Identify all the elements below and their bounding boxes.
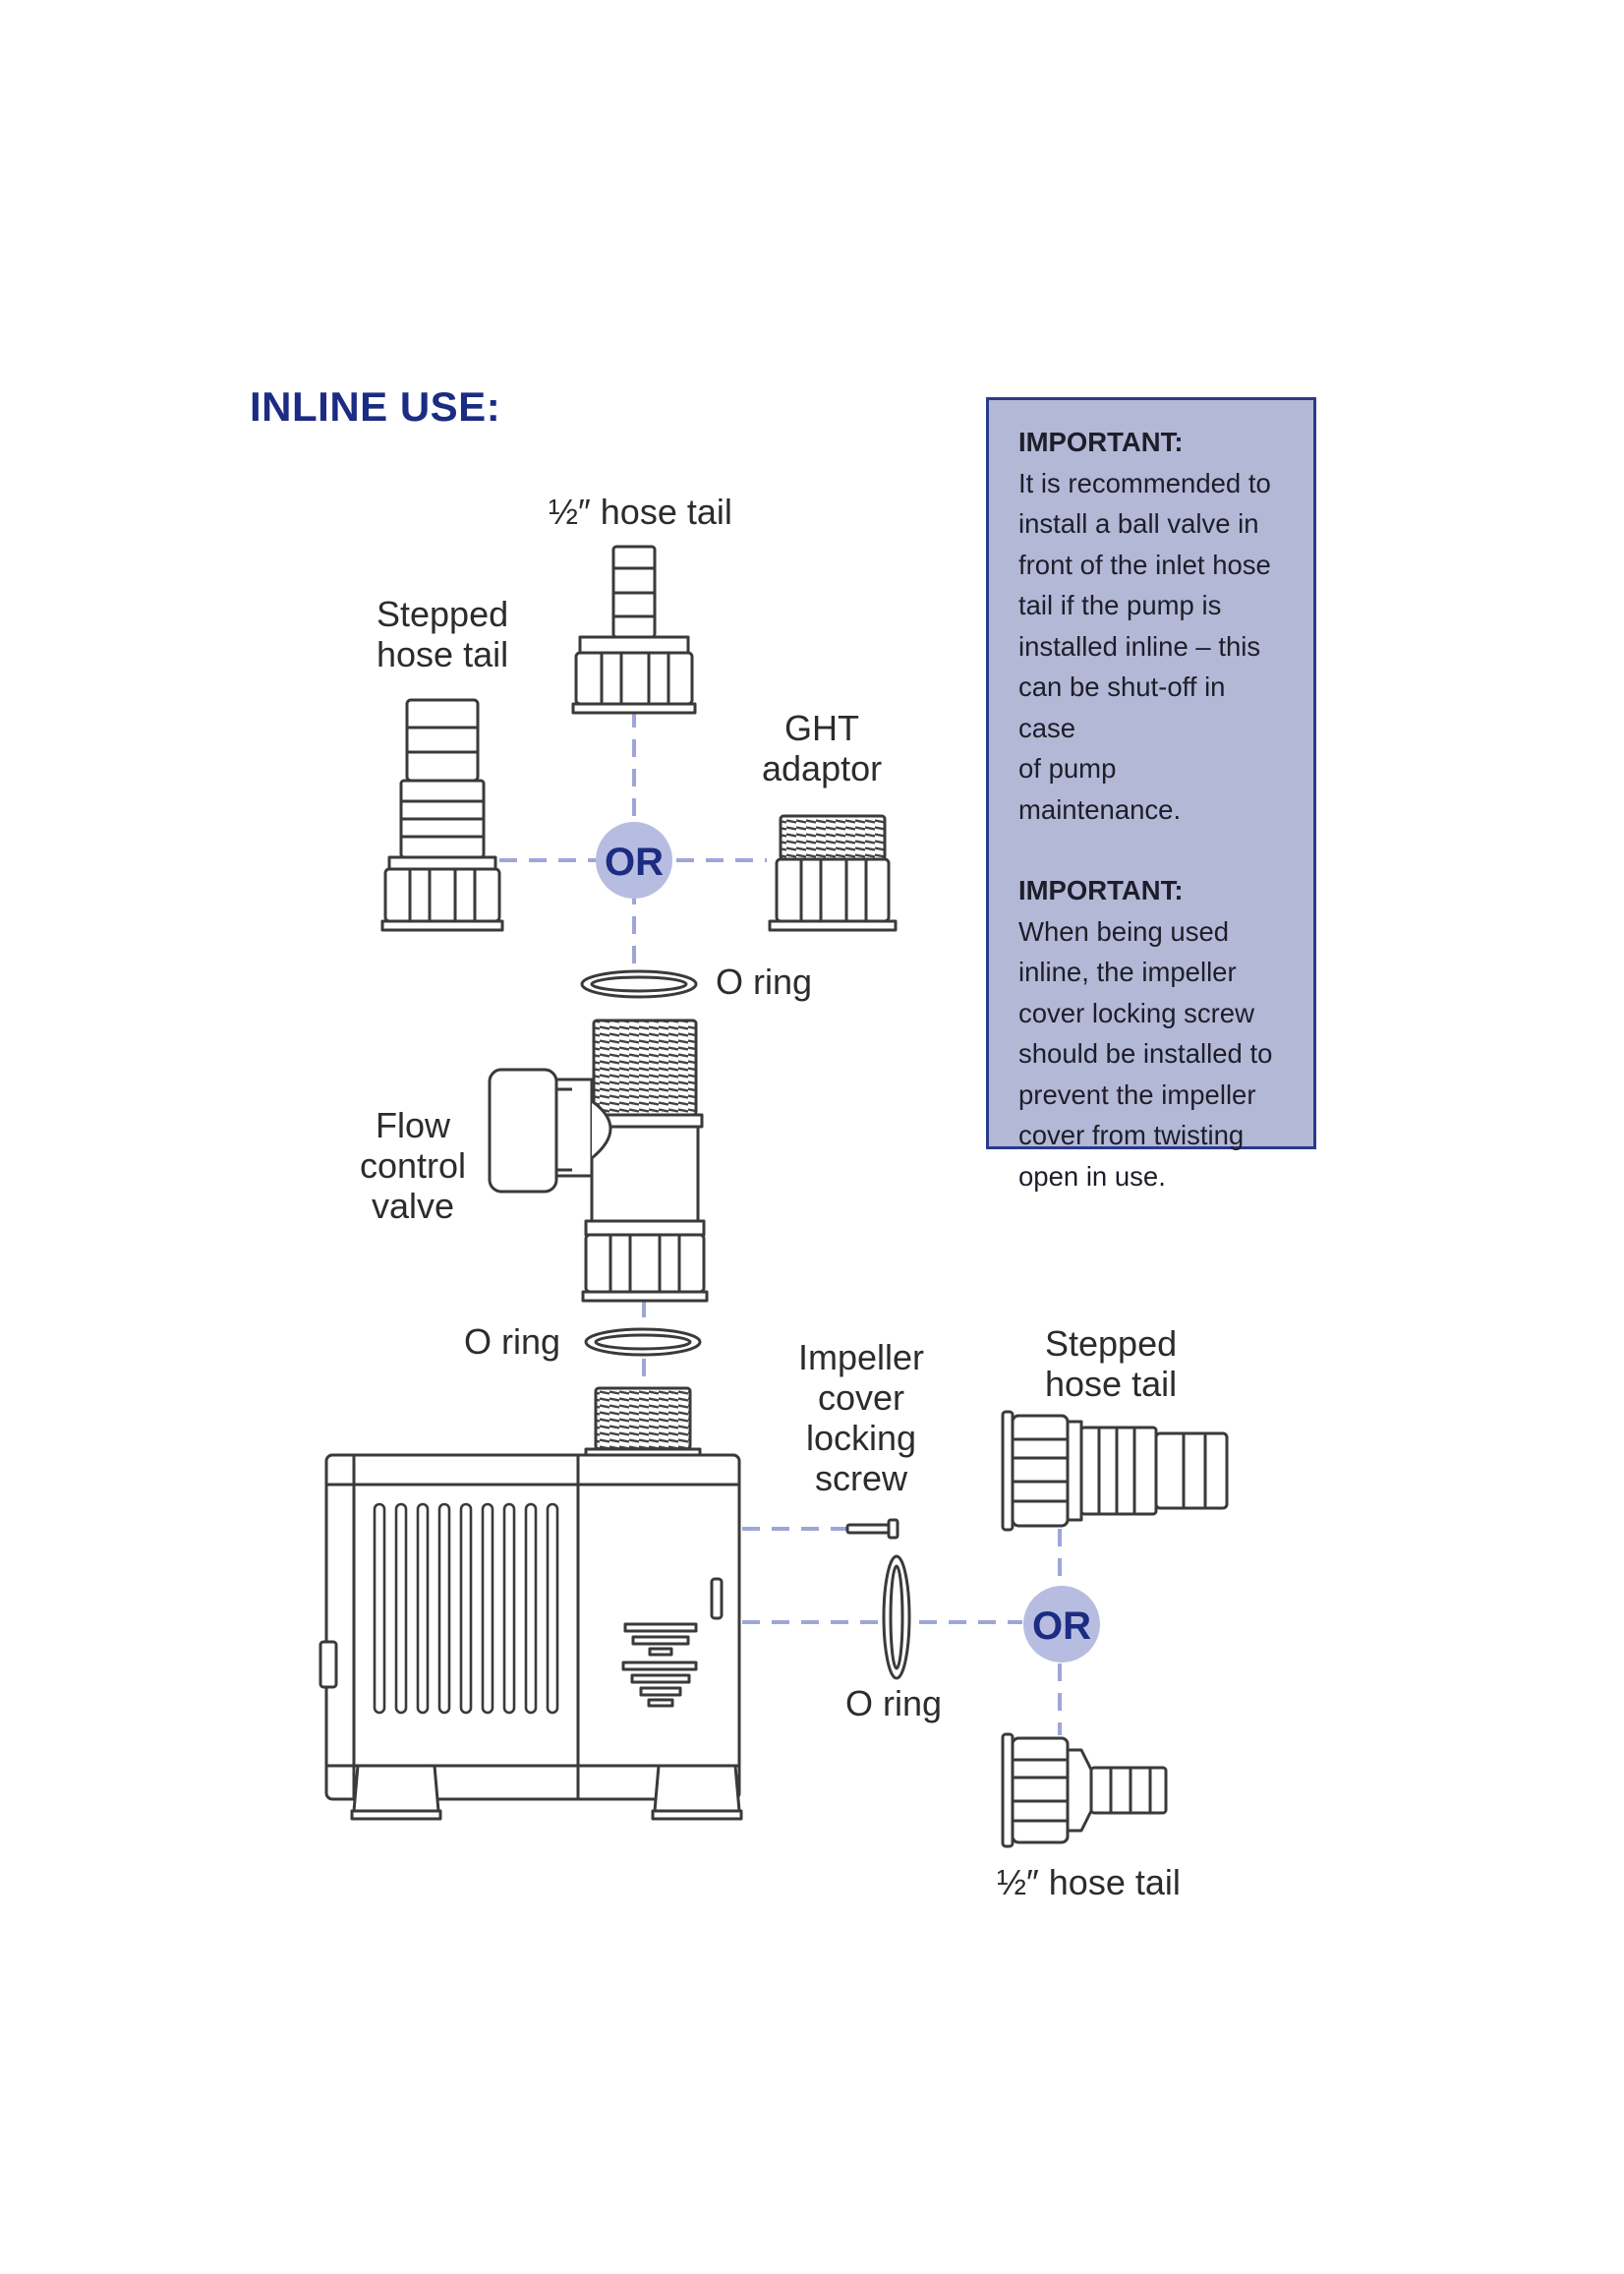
o-ring-icon [584, 1327, 702, 1357]
dashed-guide-lines [499, 710, 1062, 1735]
important-line: should be installed to [1018, 1038, 1273, 1069]
label-half-hose-tail-bottom: ½″ hose tail [997, 1862, 1181, 1902]
label-line: control [360, 1145, 467, 1186]
flow-control-valve-icon [488, 1019, 709, 1303]
half-hose-tail-icon [1001, 1732, 1168, 1848]
label-impeller-cover-locking-screw: Impeller cover locking screw [798, 1337, 924, 1498]
important-line: open in use. [1018, 1160, 1166, 1192]
svg-text:OR: OR [1032, 1604, 1091, 1648]
label-line: Impeller [798, 1337, 925, 1377]
important-line: install a ball valve in [1018, 508, 1259, 539]
label-line: Flow [376, 1105, 451, 1145]
label-o-ring-bottom: O ring [845, 1683, 943, 1723]
important-line: cover locking screw [1018, 997, 1254, 1028]
label-ght-adaptor: GHT adaptor [762, 708, 882, 788]
important-line: installed inline – this [1018, 630, 1261, 662]
label-line: cover [818, 1377, 905, 1418]
label-stepped-hose-tail-right: Stepped hose tail [1045, 1323, 1177, 1404]
label-line: locking [805, 1418, 917, 1458]
page-heading: INLINE USE: [250, 383, 501, 430]
label-stepped-hose-tail-top: Stepped hose tail [377, 594, 508, 674]
label-o-ring-top: O ring [716, 962, 813, 1002]
svg-text:OR: OR [605, 841, 664, 884]
important-note-box: IMPORTANT: It is recommended to install … [986, 397, 1316, 1192]
label-line: hose tail [1045, 1364, 1178, 1404]
ght-adaptor-icon [768, 814, 898, 932]
label-flow-control-valve: Flow control valve [360, 1105, 466, 1226]
label-line: Stepped [1045, 1323, 1178, 1364]
important-line: When being used [1018, 915, 1230, 947]
pump-body-icon [319, 1386, 743, 1821]
important-line: front of the inlet hose [1018, 549, 1271, 580]
stepped-hose-tail-icon [380, 698, 504, 932]
o-ring-icon [580, 969, 698, 999]
important-line: It is recommended to [1018, 467, 1271, 498]
locking-screw-icon [845, 1518, 899, 1540]
label-line: adaptor [762, 748, 883, 788]
important-line: inline, the impeller [1018, 957, 1237, 987]
important-line: tail if the pump is [1018, 590, 1222, 620]
important-title-1: IMPORTANT: [1018, 427, 1184, 457]
or-circle-bottom: OR [1023, 1586, 1100, 1662]
important-line: prevent the impeller [1018, 1079, 1256, 1110]
stepped-hose-tail-icon [1001, 1410, 1229, 1532]
important-title-2: IMPORTANT: [1018, 875, 1184, 905]
o-ring-icon [882, 1554, 911, 1680]
label-o-ring-middle: O ring [464, 1321, 561, 1362]
important-line: of pump maintenance. [1018, 753, 1182, 825]
label-line: hose tail [377, 634, 509, 674]
label-line: GHT [784, 708, 860, 748]
label-half-hose-tail-top: ½″ hose tail [549, 492, 732, 532]
important-line: can be shut-off in case [1018, 671, 1226, 743]
label-line: screw [815, 1458, 908, 1498]
half-hose-tail-icon [571, 545, 697, 715]
label-line: valve [372, 1186, 455, 1226]
or-circle-top: OR [596, 822, 672, 899]
important-line: cover from twisting [1018, 1120, 1245, 1150]
label-line: Stepped [377, 594, 509, 634]
